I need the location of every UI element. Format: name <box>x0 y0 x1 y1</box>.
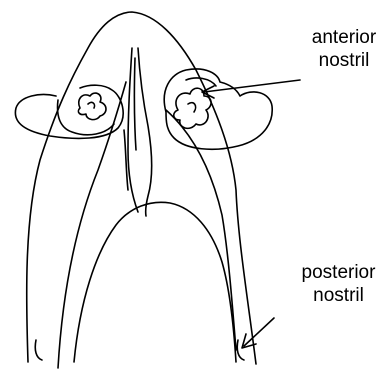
anterior-leader-line <box>204 80 300 92</box>
posterior-leader-line <box>244 318 274 346</box>
right-nostril-flap <box>164 69 272 149</box>
posterior-label-line2: nostril <box>286 284 391 307</box>
lower-jaw-arc <box>74 202 236 362</box>
right-nostril-detail <box>188 103 196 112</box>
posterior-nostril-left <box>35 340 42 360</box>
anterior-label-line1: anterior <box>296 26 391 49</box>
right-jaw-margin <box>166 110 236 350</box>
left-nostril-detail <box>88 102 95 108</box>
posterior-label-line1: posterior <box>286 261 391 284</box>
midline-right <box>138 48 152 216</box>
posterior-nostril-label: posterior nostril <box>286 261 391 307</box>
anterior-nostril-label: anterior nostril <box>296 26 391 72</box>
midline-left <box>128 48 138 212</box>
anterior-label-line2: nostril <box>296 49 391 72</box>
midline-center <box>134 58 136 150</box>
left-nostril-opening <box>78 93 106 120</box>
head-outline <box>27 12 256 364</box>
